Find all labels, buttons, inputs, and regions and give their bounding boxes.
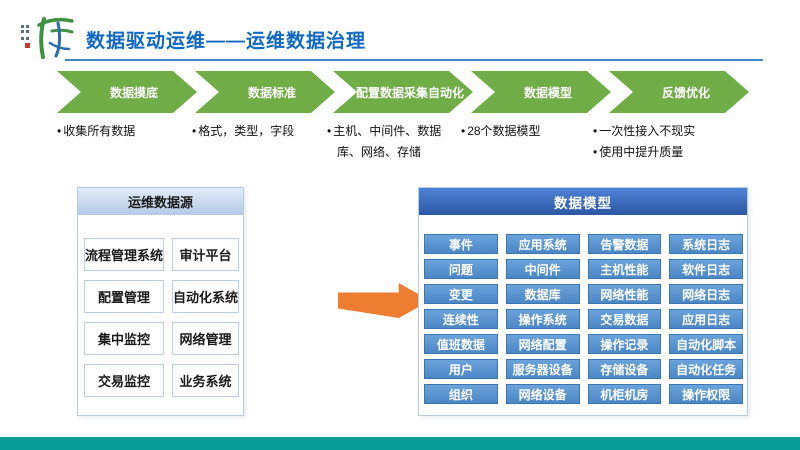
model-item: 系统日志 [669,234,743,254]
flow-arrow-icon [338,283,430,318]
model-item: 值班数据 [424,334,498,354]
source-item: 配置管理 [84,280,165,313]
model-item: 服务器设备 [505,359,580,379]
step-bullets-column: 主机、中间件、数据库、网络、存储 [327,121,455,163]
model-item: 应用日志 [669,309,743,329]
source-items-grid: 流程管理系统 审计平台 配置管理 自动化系统 集中监控 网络管理 交易监控 业务… [84,238,240,397]
model-panel-header: 数据模型 [419,188,747,215]
source-panel-header: 运维数据源 [78,188,243,215]
page-title: 数据驱动运维——运维数据治理 [86,31,367,52]
model-item: 网络性能 [587,284,662,304]
source-item: 业务系统 [172,364,240,397]
source-item: 交易监控 [84,364,165,397]
process-step-chevron: 配置数据采集自动化 [333,71,473,113]
model-item: 组织 [424,384,498,404]
step-bullets-column: 收集所有数据 [57,121,185,142]
model-item: 操作权限 [669,384,743,404]
step-bullets-column: 格式，类型，字段 [192,121,324,142]
bullet-item: 主机、中间件、数据库、网络、存储 [327,121,455,163]
model-item: 交易数据 [587,309,662,329]
bullet-item: 收集所有数据 [57,121,185,142]
source-item: 流程管理系统 [84,238,165,271]
title-underline [65,59,763,61]
process-step-chevron: 数据标准 [195,71,335,113]
bullet-item: 一次性接入不现实 [593,121,743,142]
model-item: 操作记录 [587,334,662,354]
model-item: 告警数据 [587,234,662,254]
step-bullets-column: 一次性接入不现实 使用中提升质量 [593,121,743,163]
model-item: 网络日志 [669,284,743,304]
model-item: 变更 [424,284,498,304]
model-item: 网络设备 [505,384,580,404]
brand-logo-icon [21,17,74,59]
process-step-chevron: 反馈优化 [609,71,749,113]
source-item: 自动化系统 [172,280,240,313]
bullet-item: 格式，类型，字段 [192,121,324,142]
step-label: 反馈优化 [661,85,710,100]
source-item: 网络管理 [172,322,240,355]
bullet-item: 28个数据模型 [461,121,587,142]
model-item: 机柜机房 [587,384,662,404]
model-item: 存储设备 [587,359,662,379]
process-step-chevron: 数据摸底 [57,71,197,113]
model-panel: 数据模型 事件 应用系统 告警数据 系统日志 问题 中间件 主机性能 软件日志 … [418,187,748,416]
step-label: 配置数据采集自动化 [355,85,464,100]
model-items-grid: 事件 应用系统 告警数据 系统日志 问题 中间件 主机性能 软件日志 变更 数据… [424,234,743,404]
model-item: 操作系统 [505,309,580,329]
model-item: 中间件 [505,259,580,279]
model-item: 连续性 [424,309,498,329]
step-label: 数据模型 [523,85,572,100]
step-label: 数据标准 [247,85,296,100]
model-item: 用户 [424,359,498,379]
source-item: 审计平台 [172,238,240,271]
process-step-chevron: 数据模型 [471,71,611,113]
source-item: 集中监控 [84,322,165,355]
process-steps: 数据摸底 数据标准 配置数据采集自动化 数据模型 反馈优化 [57,71,749,113]
source-panel: 运维数据源 流程管理系统 审计平台 配置管理 自动化系统 集中监控 网络管理 交… [77,187,244,416]
bullet-item: 使用中提升质量 [593,142,743,163]
footer-bar [0,437,800,450]
model-item: 软件日志 [669,259,743,279]
model-item: 自动化脚本 [669,334,743,354]
step-label: 数据摸底 [109,85,158,100]
model-item: 网络配置 [505,334,580,354]
model-item: 主机性能 [587,259,662,279]
model-item: 自动化任务 [669,359,743,379]
model-item: 应用系统 [505,234,580,254]
model-item: 数据库 [505,284,580,304]
model-item: 问题 [424,259,498,279]
model-item: 事件 [424,234,498,254]
step-bullets-column: 28个数据模型 [461,121,587,142]
